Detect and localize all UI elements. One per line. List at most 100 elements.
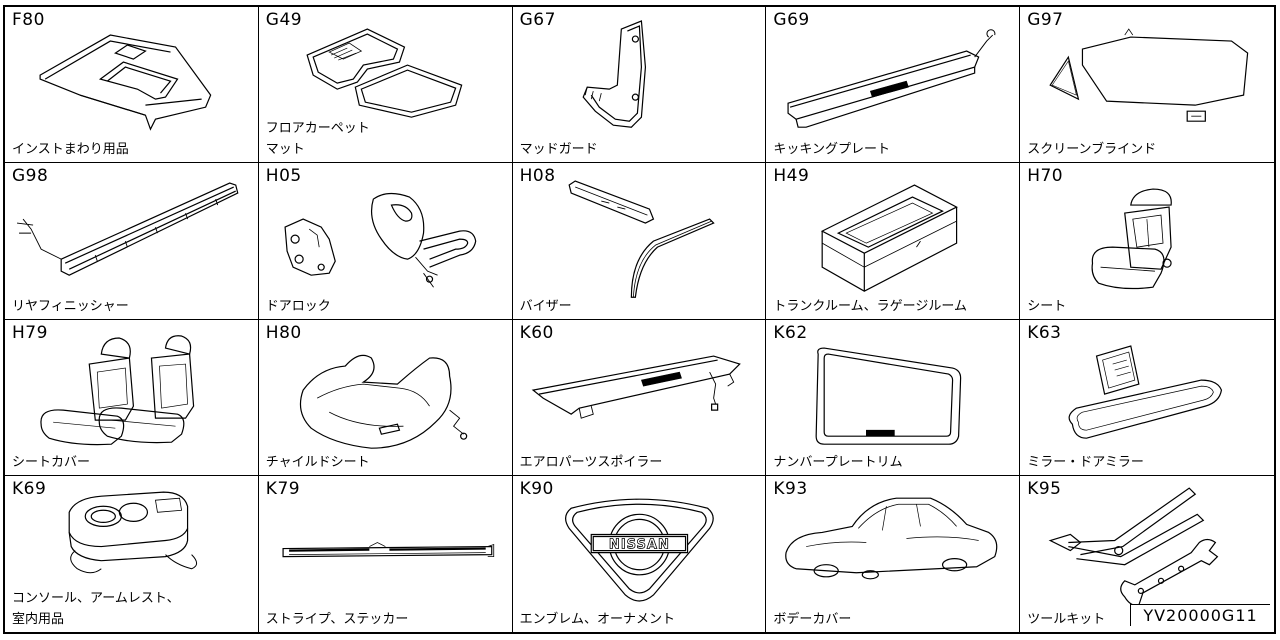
part-name: トランクルーム、ラゲージルーム [773,296,967,317]
catalog-cell-k60[interactable]: K60 エアロパーツスポイラー [512,319,767,476]
part-name: フロアカーペット マット [266,118,370,160]
part-name: ドアロック [266,296,331,317]
catalog-cell-h08[interactable]: H08 バイザー [512,163,767,320]
catalog-cell-k62[interactable]: K62 ナンバープレートリム [766,319,1021,476]
kicking-plate-icon [766,7,1019,162]
part-code: H05 [265,166,302,187]
part-name-line: ボデーカバー [773,612,852,627]
part-name-line: フロアカーペット [265,121,370,137]
part-name-line: シートカバー [12,454,91,470]
part-name: シート [1027,296,1066,317]
catalog-cell-g97[interactable]: G97 スクリーンブラインド [1020,7,1274,164]
part-name-line: エンブレム、オーナメント [519,612,675,627]
aero-spoiler-icon [513,320,766,475]
catalog-cell-h05[interactable]: H05 ドアロック [258,163,513,320]
trunk-room-box-icon [766,163,1019,318]
part-name: ミラー・ドアミラー [1027,452,1144,473]
part-name: インストまわり用品 [12,139,129,160]
part-code: H80 [265,322,302,343]
parts-catalog-grid: F80 インストまわり用品 G49 [3,5,1276,634]
part-name: スクリーンブラインド [1027,139,1156,160]
part-name-line: コンソール、アームレスト、 [12,591,180,606]
part-code: H70 [1027,166,1064,187]
part-code: G69 [773,10,810,30]
part-name: エンブレム、オーナメント [520,609,675,630]
part-name-line: トランクルーム、ラゲージルーム [773,298,967,314]
part-name: コンソール、アームレスト、 室内用品 [12,588,180,630]
part-name: マッドガード [520,139,598,160]
part-code: K95 [1027,478,1062,499]
part-code: K69 [12,478,47,499]
part-code: K90 [519,478,554,499]
child-seat-icon [259,320,512,475]
part-code: G97 [1027,10,1064,30]
part-name-line: バイザー [519,298,572,314]
emblem-wordmark: NISSAN [609,537,670,552]
part-name-line: ドアロック [265,298,331,314]
part-code: H79 [12,322,48,343]
part-code: K60 [519,322,554,343]
part-name: エアロパーツスポイラー [520,452,663,473]
catalog-cell-h70[interactable]: H70 シート [1020,163,1274,320]
catalog-cell-k90[interactable]: K90 NISSAN エンブレム、オーナメント [512,475,767,632]
part-name-line: インストまわり用品 [12,142,129,158]
rear-finisher-icon [5,163,258,318]
part-code: G67 [519,10,556,30]
part-name: ナンバープレートリム [773,452,902,473]
catalog-cell-f80[interactable]: F80 インストまわり用品 [5,7,259,164]
catalog-cell-g98[interactable]: G98 リヤフィニッシャー [5,163,259,320]
part-name: ボデーカバー [773,609,851,630]
body-cover-icon [766,476,1019,632]
part-name-line: 室内用品 [12,612,65,627]
part-name: キッキングプレート [773,139,890,160]
part-name-line: シート [1027,298,1067,314]
part-code: K79 [265,478,301,499]
part-name-line: チャイルドシート [265,454,370,470]
part-name: チャイルドシート [266,452,370,473]
part-name-line: スクリーンブラインド [1027,142,1157,158]
console-armrest-icon [5,476,258,632]
floor-carpet-mat-icon [259,7,512,162]
part-code: F80 [12,10,45,30]
seat-icon [1020,163,1274,318]
catalog-cell-k95[interactable]: K95 ツールキット YV20000G11 [1020,475,1274,632]
part-name-line: リヤフィニッシャー [12,298,129,314]
catalog-cell-k69[interactable]: K69 コンソール、アームレスト、 室内用品 [5,475,259,632]
part-name-line: ナンバープレートリム [773,454,903,470]
seat-cover-icon [5,320,258,475]
part-code: K93 [773,478,808,499]
part-code: G98 [12,166,49,187]
part-name-line: ストライプ、ステッカー [265,612,409,627]
catalog-cell-k79[interactable]: K79 ストライプ、ステッカー [258,475,513,632]
catalog-cell-k63[interactable]: K63 ミラー・ドアミラー [1020,319,1274,476]
stripe-sticker-icon [259,476,512,632]
catalog-cell-h80[interactable]: H80 チャイルドシート [258,319,513,476]
part-name-line: ツールキット [1027,612,1106,627]
door-lock-icon [259,163,512,318]
instrument-panel-trim-icon [5,7,258,162]
mirror-icon [1020,320,1274,475]
part-name-line: ミラー・ドアミラー [1027,454,1144,470]
part-name-line: エアロパーツスポイラー [519,454,663,470]
emblem-icon: NISSAN [513,476,766,632]
catalog-cell-h49[interactable]: H49 トランクルーム、ラゲージルーム [766,163,1021,320]
part-name: リヤフィニッシャー [12,296,129,317]
catalog-cell-g69[interactable]: G69 キッキングプレート [766,7,1021,164]
part-name-line: キッキングプレート [773,142,891,158]
drawing-reference-number: YV20000G11 [1130,604,1270,626]
part-code: H49 [773,166,810,187]
mud-guard-icon [513,7,766,162]
part-code: K62 [773,322,808,343]
catalog-cell-g67[interactable]: G67 マッドガード [512,7,767,164]
number-plate-trim-icon [766,320,1019,475]
catalog-cell-g49[interactable]: G49 フロアカーペット マット [258,7,513,164]
part-code: H08 [519,166,556,187]
part-name: バイザー [520,296,572,317]
catalog-cell-k93[interactable]: K93 ボデーカバー [766,475,1021,632]
part-name-line: マット [265,142,305,158]
visor-icon [513,163,766,318]
catalog-cell-h79[interactable]: H79 シートカバー [5,319,259,476]
part-name: ストライプ、ステッカー [266,609,409,630]
part-name: シートカバー [12,452,90,473]
part-name-line: マッドガード [519,142,598,158]
